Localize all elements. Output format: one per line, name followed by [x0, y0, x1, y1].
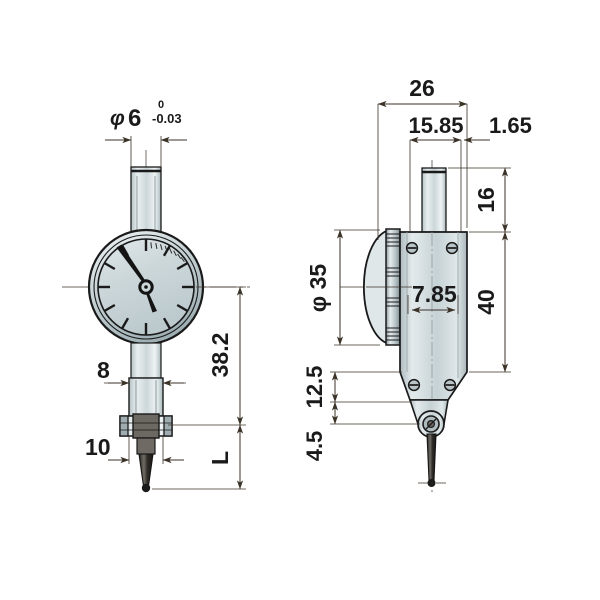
dim-stem-diameter: φ 6 0 -0.03 — [105, 99, 187, 167]
dim-stylus-span: 10 — [85, 434, 184, 464]
side-upper-stem — [421, 167, 447, 233]
stylus — [136, 437, 156, 493]
dim-stem-height-value: 16 — [473, 187, 499, 213]
lower-stem — [128, 342, 164, 417]
dim-pivot-height: 4.5 — [302, 401, 420, 462]
dial-fine-scale — [150, 242, 185, 263]
side-body — [399, 231, 468, 401]
side-body-screws-lower — [407, 378, 457, 392]
dim-body-offset: 15.85 — [408, 113, 464, 232]
side-body-screws-upper — [405, 241, 459, 255]
dim-bezel-thickness: 1.65 — [463, 113, 532, 144]
dim-body-thickness: 7.85 — [366, 281, 459, 314]
dim-body-offset-value: 15.85 — [408, 113, 463, 138]
dim-body-thickness-value: 7.85 — [412, 281, 457, 307]
dial-graduations — [98, 239, 194, 335]
front-view: φ 6 0 -0.03 8 10 — [62, 99, 250, 493]
dim-body-height-side-value: 40 — [473, 289, 499, 315]
dim-pivot-height-value: 4.5 — [302, 431, 327, 462]
dim-clamp-width: 8 — [97, 357, 186, 387]
clamp-collar — [119, 413, 173, 439]
dim-stem-diameter-tol-lower: -0.03 — [152, 111, 182, 126]
dim-body-height-value: 38.2 — [207, 333, 233, 378]
dim-stylus-length-value: L — [207, 451, 233, 465]
dial-needle — [116, 244, 157, 313]
side-view: 26 15.85 1.65 7.85 — [302, 75, 532, 492]
dim-taper-height-value: 12.5 — [302, 366, 327, 409]
dim-body-height-side: 40 — [469, 231, 511, 373]
dim-stem-height: 16 — [448, 167, 511, 233]
dim-taper-height: 12.5 — [302, 366, 412, 409]
side-pivot-housing — [408, 399, 449, 438]
dim-stem-diameter-tol-upper: 0 — [158, 99, 164, 111]
dim-overall-width: 26 — [377, 75, 468, 240]
upper-stem — [130, 166, 162, 243]
side-stylus — [418, 433, 446, 487]
dim-bezel-thickness-value: 1.65 — [489, 113, 532, 138]
dim-body-height: 38.2 — [168, 286, 246, 426]
dim-overall-width-value: 26 — [409, 75, 435, 101]
dim-stylus-span-value: 10 — [85, 434, 111, 460]
dim-stem-diameter-value: 6 — [128, 105, 141, 132]
dim-clamp-width-value: 8 — [97, 357, 110, 383]
dim-dial-diameter: φ 35 — [305, 229, 380, 346]
dim-stem-diameter-symbol: φ — [110, 107, 125, 130]
dim-dial-diameter-value: φ 35 — [305, 264, 331, 313]
dim-stylus-length: L — [152, 424, 246, 490]
